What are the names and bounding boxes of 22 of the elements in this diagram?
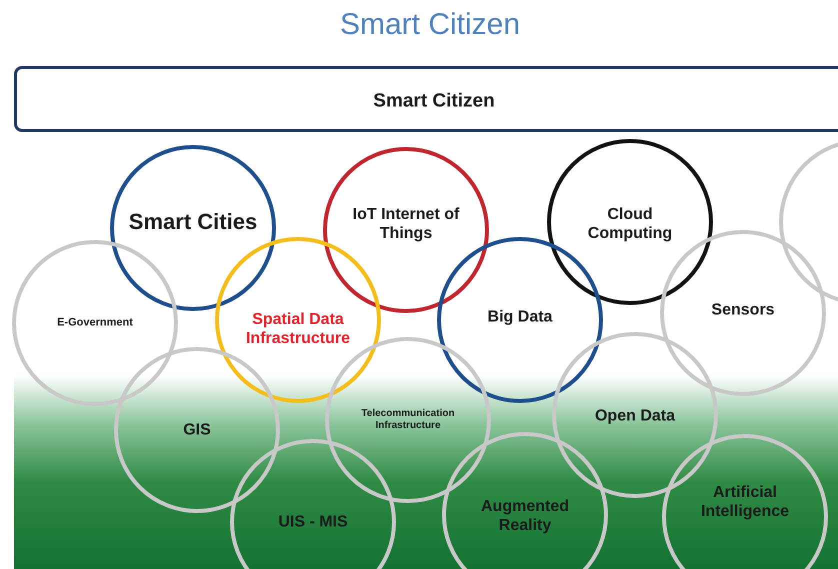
circle-label: Telecommunication Infrastructure	[360, 408, 456, 432]
circle-label: Open Data	[594, 406, 676, 426]
category-circle	[110, 145, 276, 311]
circle-label: Spatial Data Infrastructure	[244, 310, 352, 348]
circle-label: Big Data	[486, 307, 554, 327]
circle-label: IoT Internet of Things	[352, 204, 460, 244]
banner-box	[14, 66, 838, 132]
diagram-title: Smart Citizen	[338, 8, 522, 42]
category-circle	[323, 147, 489, 313]
circle-label: Cloud Computing	[586, 204, 674, 244]
category-circle	[547, 139, 713, 305]
category-circle	[215, 237, 381, 403]
circle-label: E-Government	[56, 316, 134, 330]
circle-label: GIS	[182, 420, 212, 440]
banner-title: Smart Citizen	[373, 90, 495, 114]
circle-label: Artificial Intelligence	[700, 482, 790, 522]
circle-label: Smart Cities	[128, 208, 258, 236]
category-circle	[12, 240, 178, 406]
circle-label: UIS - MIS	[277, 512, 349, 532]
category-circle	[114, 347, 280, 513]
circle-label: Sensors	[710, 300, 776, 320]
circle-label: Augmented Reality	[480, 496, 570, 536]
